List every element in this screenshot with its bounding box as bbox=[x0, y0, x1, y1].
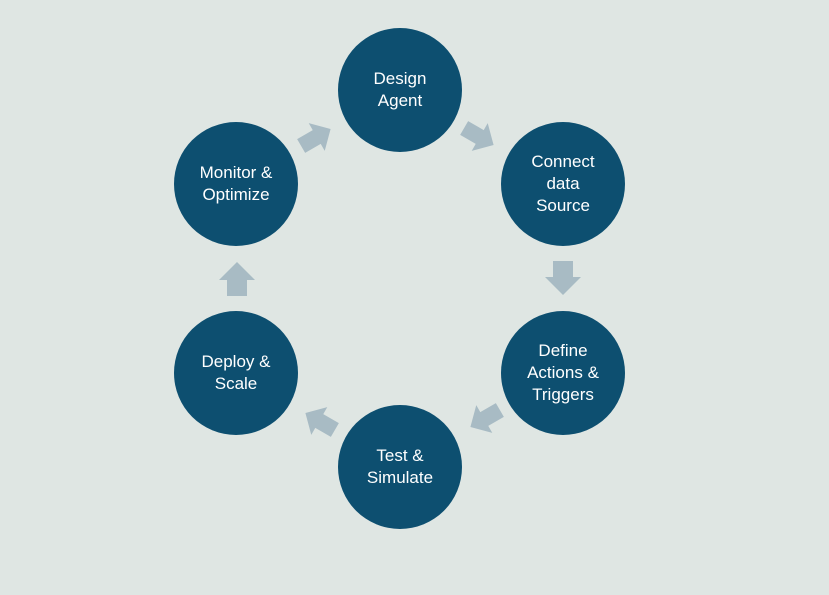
step-define-actions-triggers: Define Actions & Triggers bbox=[501, 311, 625, 435]
step-label: Monitor & Optimize bbox=[199, 163, 273, 204]
step-connect-data-source: Connect data Source bbox=[501, 122, 625, 246]
arrow-monitor-to-design bbox=[297, 123, 331, 153]
step-label: Deploy & Scale bbox=[201, 352, 271, 393]
step-label: Define Actions & Triggers bbox=[527, 341, 599, 404]
arrow-define-to-test bbox=[470, 403, 504, 433]
step-test-simulate: Test & Simulate bbox=[338, 405, 462, 529]
step-deploy-scale: Deploy & Scale bbox=[174, 311, 298, 435]
step-label: Test & Simulate bbox=[366, 446, 434, 487]
step-monitor-optimize: Monitor & Optimize bbox=[174, 122, 298, 246]
step-label: Connect data Source bbox=[531, 152, 595, 215]
arrow-deploy-to-monitor bbox=[219, 262, 255, 296]
arrow-test-to-deploy bbox=[305, 407, 339, 437]
step-label: Design Agent bbox=[373, 69, 427, 110]
arrow-design-to-connect bbox=[460, 121, 494, 151]
step-design-agent: Design Agent bbox=[338, 28, 462, 152]
arrow-connect-to-define bbox=[545, 261, 581, 295]
